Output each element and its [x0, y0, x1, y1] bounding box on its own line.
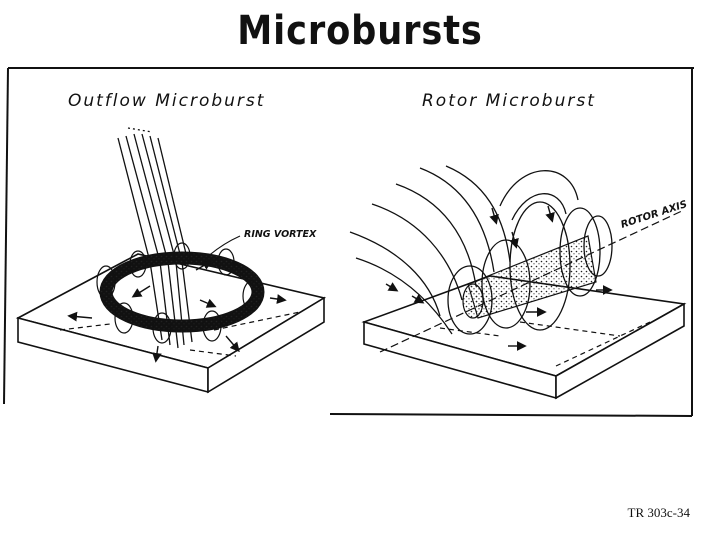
rotor-axis-line — [379, 209, 685, 353]
figure-frame — [3, 67, 694, 417]
outflow-label: Outflow Microburst — [68, 91, 265, 111]
rotor-microburst-panel: Rotor Microburst — [349, 91, 689, 400]
ground-slab-right — [361, 275, 687, 400]
right-ground-dashes — [439, 321, 651, 367]
outflow-microburst-panel: Outflow Microburst — [15, 91, 327, 394]
rotor-cylinder — [462, 235, 597, 319]
rotor-axis-callout: ROTOR AXIS — [620, 199, 689, 231]
ring-vortex — [96, 242, 265, 344]
ring-vortex-leader — [205, 235, 241, 259]
slide-title: Microbursts — [237, 8, 483, 54]
rotor-arrows — [385, 205, 613, 351]
outflow-arrows — [67, 260, 287, 363]
ring-vortex-callout: RING VORTEX — [244, 229, 317, 240]
descending-flow — [349, 165, 511, 335]
rotor-label: Rotor Microburst — [422, 91, 596, 111]
ground-dash-lines — [59, 311, 301, 357]
footer-label: TR 303c-34 — [627, 505, 690, 520]
